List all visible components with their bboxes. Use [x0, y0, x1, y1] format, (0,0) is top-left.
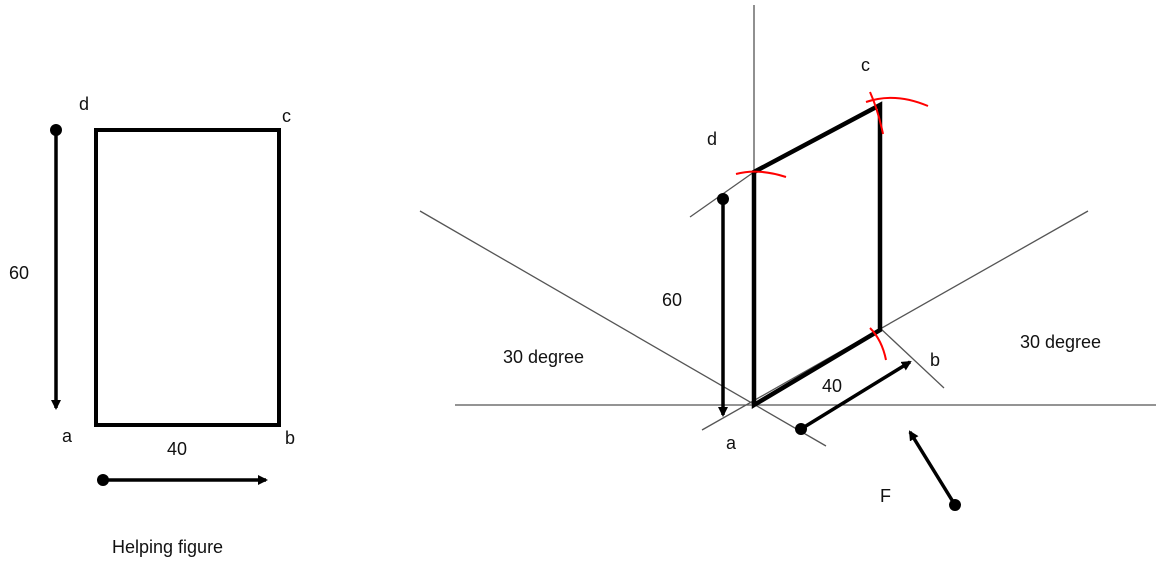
construction-line-through-b	[879, 327, 945, 389]
isometric-face-outline	[751, 101, 883, 409]
helping-width-value: 40	[167, 439, 187, 459]
isometric-width-value: 40	[822, 376, 842, 396]
helping-corner-c-label: c	[282, 106, 291, 126]
helping-height-value: 60	[9, 263, 29, 283]
red-arc-mark-b	[869, 327, 887, 361]
red-arc-mark-d	[735, 170, 787, 178]
isometric-corner-b-label: b	[930, 350, 940, 370]
construction-line-right-30deg	[701, 210, 1089, 431]
width-arrow-start-dot	[97, 474, 109, 486]
isometric-height-arrow-dot	[717, 193, 729, 205]
isometric-figure: c d a b 60 40 30 degree 30 degree F	[419, 5, 1156, 511]
isometric-corner-d-label: d	[707, 129, 717, 149]
red-arc-mark-c-vertical	[869, 91, 884, 135]
helping-corner-b-label: b	[285, 428, 295, 448]
isometric-corner-c-label: c	[861, 55, 870, 75]
construction-line-left-30deg	[419, 210, 827, 447]
front-view-arrow	[908, 430, 957, 506]
isometric-corner-a-label: a	[726, 433, 737, 453]
isometric-height-value: 60	[662, 290, 682, 310]
helping-figure-caption: Helping figure	[112, 537, 223, 557]
helping-rectangle	[94, 128, 281, 427]
front-view-arrow-dot	[949, 499, 961, 511]
isometric-width-arrow	[800, 360, 912, 431]
front-view-label: F	[880, 486, 891, 506]
red-arc-mark-c	[865, 96, 929, 107]
left-angle-label: 30 degree	[503, 347, 584, 367]
helping-figure: d c a b 60 40 Helping figure	[9, 94, 295, 557]
right-angle-label: 30 degree	[1020, 332, 1101, 352]
height-arrow-start-dot	[50, 124, 62, 136]
helping-corner-a-label: a	[62, 426, 73, 446]
isometric-width-arrow-dot	[795, 423, 807, 435]
helping-corner-d-label: d	[79, 94, 89, 114]
